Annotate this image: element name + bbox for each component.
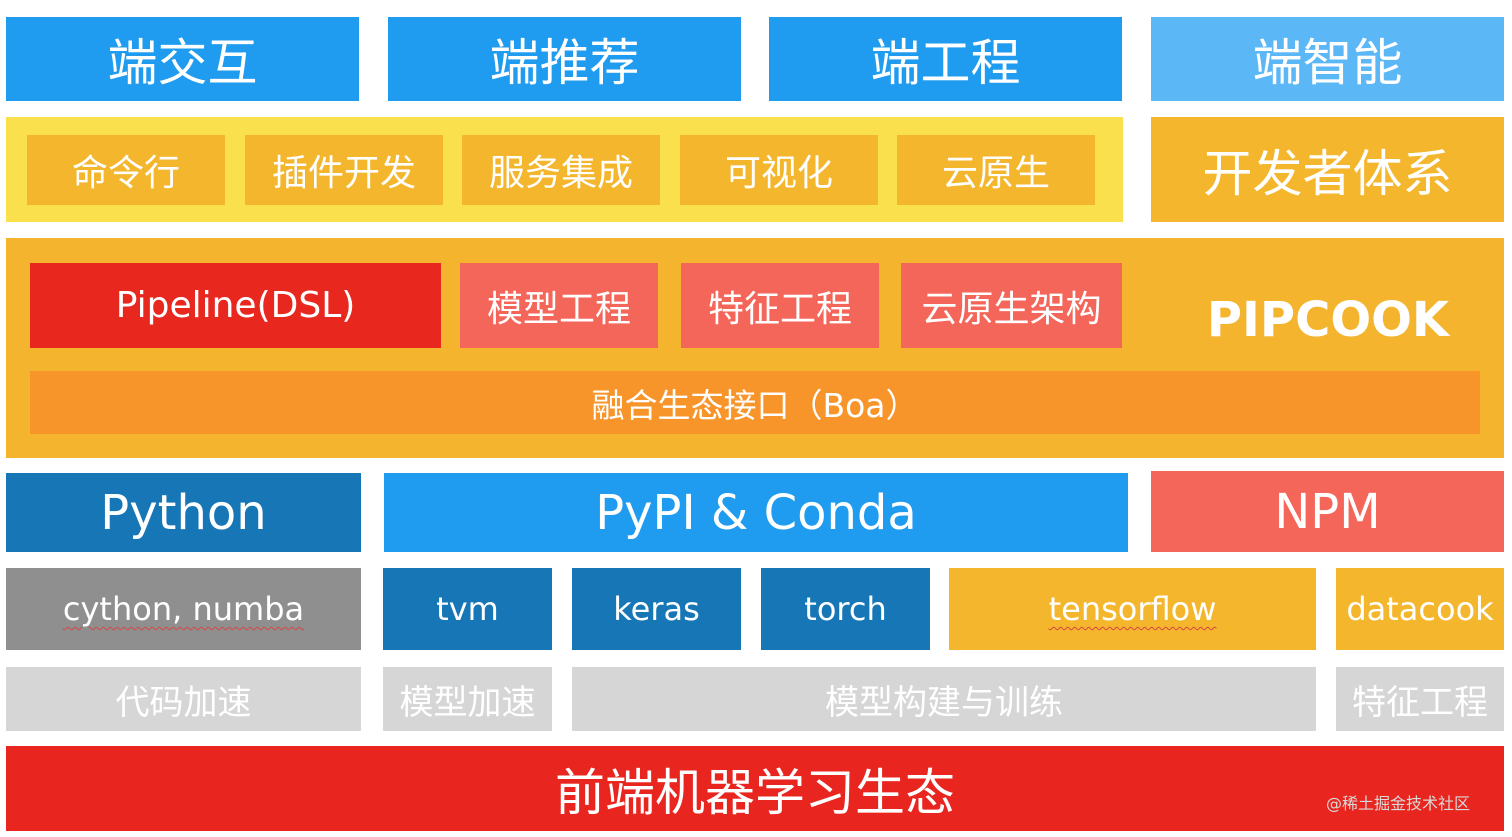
block-label: 模型工程 <box>486 288 631 330</box>
block-label: Python <box>100 484 267 541</box>
block-end-interaction: 端交互 <box>6 17 359 101</box>
block-keras: keras <box>572 568 741 650</box>
block-label: torch <box>804 590 887 628</box>
block-label: 插件开发 <box>271 153 416 194</box>
block-feature-engineering-2: 特征工程 <box>1336 667 1504 731</box>
block-label: NPM <box>1274 483 1381 540</box>
block-service-integration: 服务集成 <box>462 135 660 205</box>
block-label: 开发者体系 <box>1202 144 1453 203</box>
block-end-intelligence: 端智能 <box>1151 17 1504 101</box>
block-label: 模型构建与训练 <box>825 682 1063 723</box>
block-visualization: 可视化 <box>680 135 878 205</box>
block-label: 融合生态接口（Boa） <box>591 385 919 425</box>
block-label: 端交互 <box>107 34 258 92</box>
block-end-recommendation: 端推荐 <box>388 17 741 101</box>
block-boa-interface: 融合生态接口（Boa） <box>30 371 1480 434</box>
block-label: 前端机器学习生态 <box>555 763 955 822</box>
block-label: cython, numba <box>62 590 305 628</box>
block-label: PIPCOOK <box>1206 292 1450 348</box>
block-cython-numba: cython, numba <box>6 568 361 650</box>
block-pipeline-dsl: Pipeline(DSL) <box>30 263 441 348</box>
block-frontend-ml-ecosystem: 前端机器学习生态 <box>6 746 1504 831</box>
block-label: 云原生架构 <box>921 288 1102 330</box>
block-code-acceleration: 代码加速 <box>6 667 361 731</box>
block-model-acceleration: 模型加速 <box>383 667 552 731</box>
block-plugin-dev: 插件开发 <box>245 135 443 205</box>
block-tvm: tvm <box>383 568 552 650</box>
block-feature-engineering: 特征工程 <box>681 263 879 348</box>
block-label: datacook <box>1346 590 1494 628</box>
block-label: Pipeline(DSL) <box>115 285 356 326</box>
watermark: @稀土掘金技术社区 <box>1326 794 1471 813</box>
block-cli: 命令行 <box>27 135 225 205</box>
block-label: 端推荐 <box>489 34 640 92</box>
block-developer-system: 开发者体系 <box>1151 117 1504 222</box>
block-label: 命令行 <box>71 153 180 194</box>
block-label: 服务集成 <box>488 153 633 194</box>
block-label: 模型加速 <box>399 682 536 723</box>
block-cloud-native-arch: 云原生架构 <box>901 263 1122 348</box>
block-label: 端工程 <box>870 34 1021 92</box>
block-label: 端智能 <box>1252 34 1403 92</box>
block-label: keras <box>613 590 700 628</box>
block-tensorflow: tensorflow <box>949 568 1316 650</box>
block-npm: NPM <box>1151 471 1504 552</box>
block-end-engineering: 端工程 <box>769 17 1122 101</box>
block-datacook: datacook <box>1336 568 1504 650</box>
block-label: tvm <box>436 590 499 628</box>
block-label: 云原生 <box>941 153 1050 194</box>
block-torch: torch <box>761 568 930 650</box>
block-label: 特征工程 <box>1352 682 1488 723</box>
block-label: 代码加速 <box>115 682 252 723</box>
block-model-engineering: 模型工程 <box>460 263 658 348</box>
pipcook-title: PIPCOOK <box>1160 280 1496 360</box>
block-model-build-train: 模型构建与训练 <box>572 667 1316 731</box>
block-label: 可视化 <box>724 153 833 194</box>
block-label: tensorflow <box>1048 590 1217 628</box>
block-label: PyPI & Conda <box>595 484 917 541</box>
block-label: 特征工程 <box>707 288 852 330</box>
block-python: Python <box>6 473 361 552</box>
block-pypi-conda: PyPI & Conda <box>384 473 1128 552</box>
block-cloud-native: 云原生 <box>897 135 1095 205</box>
